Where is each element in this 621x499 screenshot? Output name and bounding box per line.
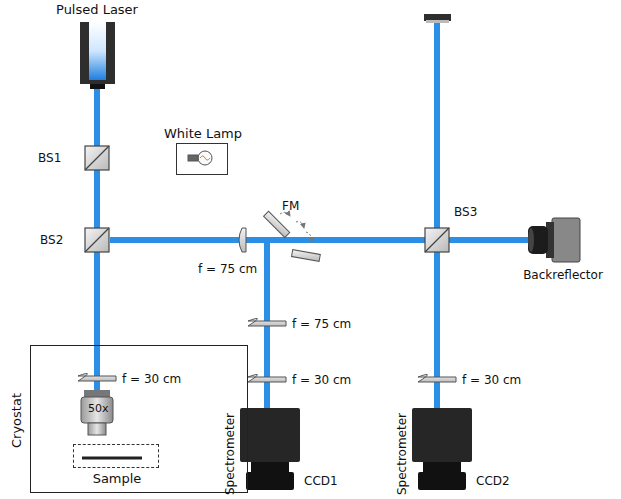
component-label: BS2 xyxy=(40,233,63,247)
node-label: Sample xyxy=(93,472,142,486)
component-label: FM xyxy=(282,199,299,213)
sample-holder: Sample xyxy=(73,444,159,468)
objective-label: 50x xyxy=(88,402,109,416)
camera-label: CCD2 xyxy=(476,474,510,488)
node-label: Cryostat xyxy=(10,392,24,447)
lens-label: f = 30 cm xyxy=(462,373,521,387)
spectrometer-label: Spectrometer xyxy=(223,413,237,495)
device-label: Backreflector xyxy=(523,268,603,282)
lens-label: f = 75 cm xyxy=(198,262,257,276)
component-label: BS3 xyxy=(454,205,477,219)
component-label: BS1 xyxy=(38,151,61,165)
lens-label: f = 75 cm xyxy=(292,317,351,331)
camera-label: CCD1 xyxy=(304,474,338,488)
node-label: White Lamp xyxy=(164,127,242,141)
spectrometer-label: Spectrometer xyxy=(395,413,409,495)
laser-label: Pulsed Laser xyxy=(56,3,138,17)
lens-label: f = 30 cm xyxy=(122,372,181,386)
cryostat-box: CryostatSample xyxy=(30,345,248,493)
lens-label: f = 30 cm xyxy=(292,373,351,387)
lamp-housing: White Lamp xyxy=(176,143,228,175)
